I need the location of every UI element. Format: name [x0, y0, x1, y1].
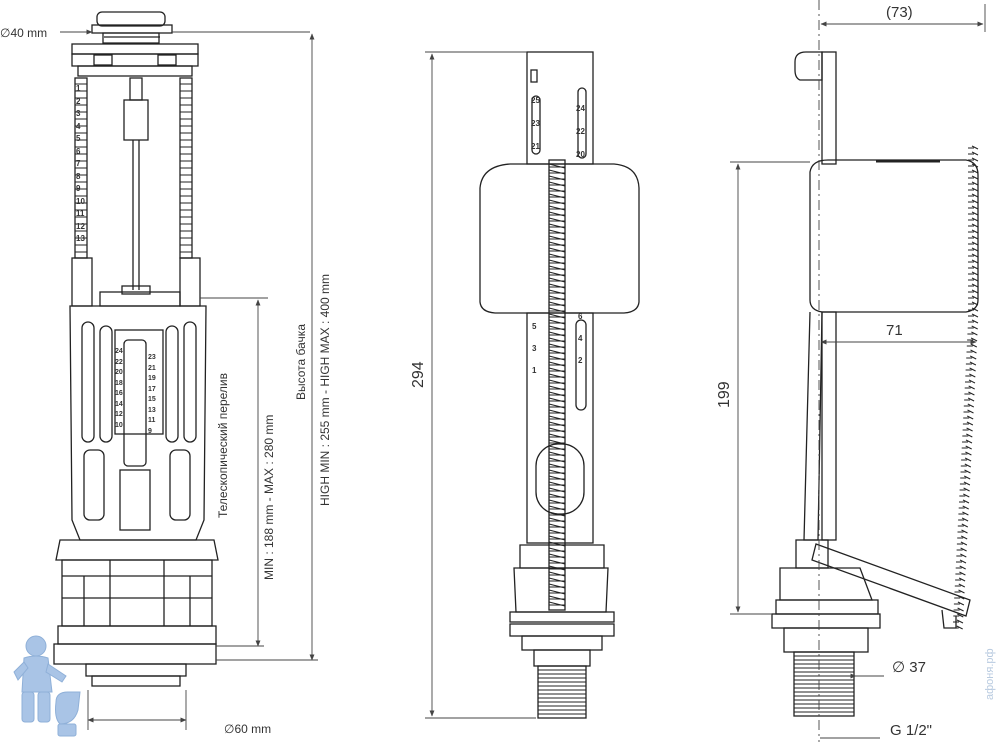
- rail-scale-mark: 11: [76, 209, 85, 218]
- rail-scale-mark: 7: [76, 159, 81, 168]
- tank-height-range-label: HIGH MIN : 255 mm - HIGH MAX : 400 mm: [318, 273, 332, 506]
- valve-scale-mark: 20: [576, 150, 585, 159]
- valve-scale-mark: 3: [532, 344, 537, 353]
- thread-size-label: G 1/2": [890, 722, 933, 739]
- valve-scale-mark: 21: [531, 142, 540, 151]
- fill-valve-drawing: [479, 51, 640, 719]
- overflow-scale-mark: 23: [148, 354, 156, 361]
- rail-scale-mark: 6: [76, 146, 81, 156]
- overflow-scale-mark: 13: [148, 406, 156, 414]
- fill-valve-side-chain: [794, 145, 979, 713]
- overflow-scale-mark: 16: [115, 390, 123, 397]
- diameter-37-label: ∅ 37: [892, 659, 926, 676]
- height-294-label: 294: [410, 361, 427, 388]
- dimension-lines: [60, 0, 986, 742]
- valve-scale-mark: 25: [531, 96, 540, 105]
- rail-scale-mark: 5: [76, 134, 81, 143]
- overflow-scale-mark: 19: [148, 375, 156, 382]
- valve-scale-mark: 6: [578, 312, 583, 321]
- rail-scale-mark: 2: [76, 96, 81, 106]
- rail-scale-mark: 10: [76, 196, 85, 206]
- valve-scale-mark: 23: [531, 119, 540, 128]
- width-73-label: (73): [886, 4, 913, 21]
- overflow-scale-mark: 9: [148, 427, 152, 435]
- valve-scale-mark: 5: [532, 322, 537, 331]
- site-watermark: афоня.рф: [984, 648, 996, 700]
- rail-scale-mark: 12: [76, 221, 85, 231]
- valve-scale-mark: 24: [576, 104, 585, 113]
- overflow-scale-mark: 20: [115, 369, 123, 376]
- valve-scale-mark: 4: [578, 334, 583, 343]
- rail-scale-mark: 9: [76, 184, 81, 193]
- height-199-label: 199: [716, 381, 733, 408]
- overflow-scale-mark: 17: [148, 385, 156, 393]
- flush-valve-rail-ticks: [75, 83, 192, 253]
- valve-scale-mark: 22: [576, 127, 585, 136]
- valve-scale-mark: 2: [578, 356, 583, 365]
- overflow-scale-mark: 10: [115, 421, 123, 429]
- rail-scale-mark: 1: [76, 84, 81, 93]
- overflow-scale-mark: 22: [115, 358, 123, 366]
- overflow-scale-mark: 11: [148, 417, 156, 424]
- fill-valve-chain-links: [538, 163, 586, 715]
- fill-valve-side-drawing: [771, 51, 979, 717]
- width-71-label: 71: [886, 322, 903, 339]
- valve-scale-mark: 1: [532, 366, 537, 375]
- overflow-scale-mark: 15: [148, 396, 156, 403]
- rail-scale-mark: 3: [76, 109, 81, 118]
- plumber-mascot-logo: [13, 635, 81, 737]
- overflow-scale-mark: 12: [115, 411, 123, 418]
- rail-scale-mark: 4: [76, 121, 81, 131]
- diameter-40-label: ∅40 mm: [0, 26, 48, 40]
- diameter-60-label: ∅60 mm: [224, 722, 272, 736]
- overflow-scale-mark: 14: [115, 400, 123, 408]
- overflow-scale-mark: 18: [115, 379, 123, 387]
- overflow-scale-mark: 24: [115, 348, 123, 355]
- tank-height-label: Высота бачка: [294, 324, 308, 400]
- overflow-scale-mark: 21: [148, 364, 156, 372]
- overflow-label: Телескопический перелив: [216, 373, 230, 518]
- rail-scale-mark: 13: [76, 234, 85, 243]
- overflow-range-label: MIN : 188 mm - MAX : 280 mm: [262, 414, 276, 580]
- rail-scale-mark: 8: [76, 171, 81, 181]
